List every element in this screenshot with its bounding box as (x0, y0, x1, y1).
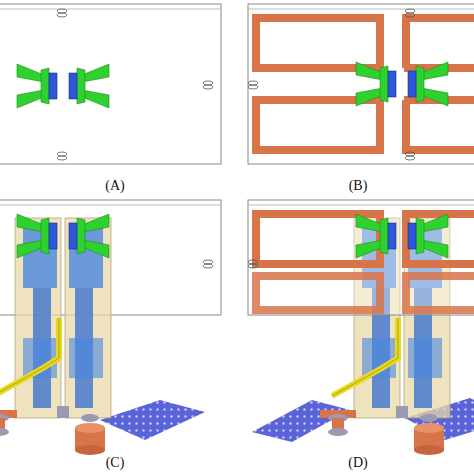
panel-d (248, 200, 474, 455)
panel-b (248, 4, 474, 164)
panel-label: (C) (106, 455, 125, 471)
panel-label: (B) (349, 178, 368, 194)
panel-label: (A) (105, 178, 124, 194)
panel-a (0, 4, 221, 164)
panel-c (0, 200, 221, 455)
panel-label: (D) (348, 455, 367, 471)
